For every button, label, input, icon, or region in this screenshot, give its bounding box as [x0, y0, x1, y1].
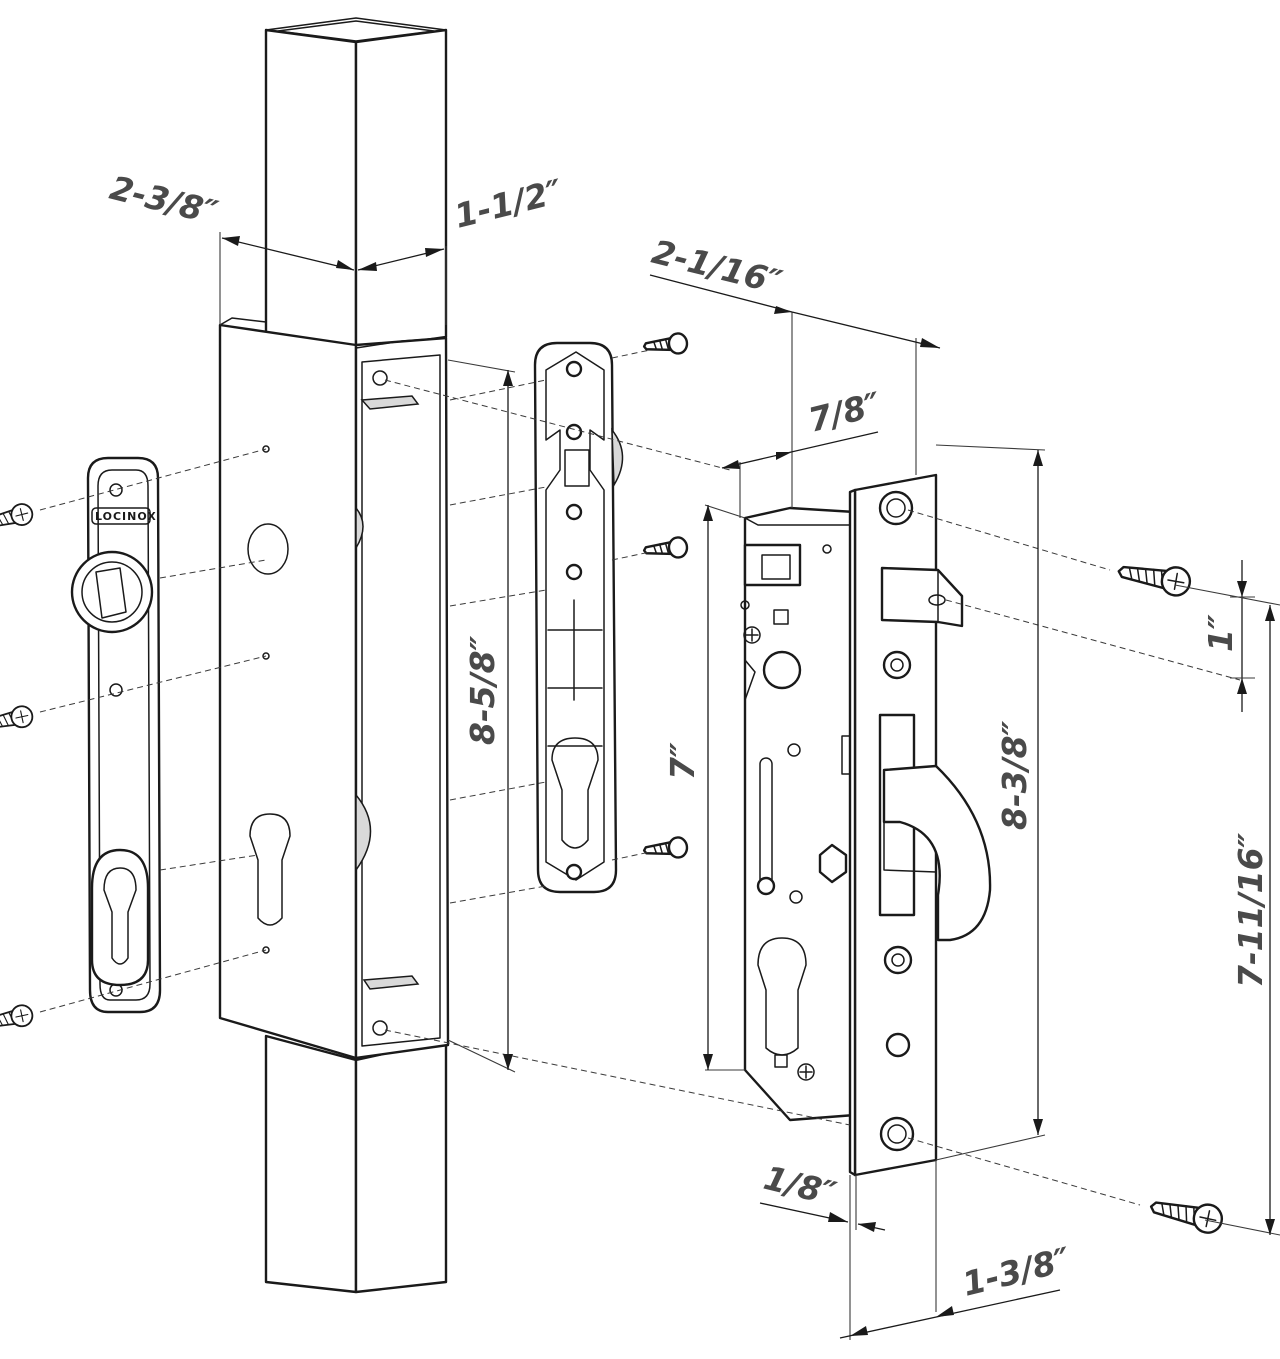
dimension-lines — [219, 232, 1280, 1340]
dim-faceplate-height: 8-3/8″ — [995, 720, 1034, 830]
lock-housing — [218, 317, 450, 1060]
dim-screw-spacing: 7-11/16″ — [1231, 832, 1270, 988]
dim-latch-spacing: 1″ — [1201, 614, 1240, 652]
dim-housing-height: 8-5/8″ — [463, 635, 502, 745]
hook-bolt — [882, 764, 992, 942]
brand-logo: LOCINOX — [95, 510, 157, 523]
dim-faceplate-width: 1-3/8″ — [959, 1239, 1075, 1303]
cover-plate-screws — [0, 500, 36, 1036]
latch-bolt — [880, 566, 964, 628]
dim-tube-width: 1-1/2″ — [451, 171, 567, 235]
dim-backset: 7/8″ — [805, 384, 885, 439]
dim-body-height: 7″ — [663, 742, 702, 780]
back-plate — [533, 341, 624, 894]
faceplate-screws — [1115, 556, 1226, 1237]
square-post — [264, 17, 448, 1294]
dim-post-width: 2-3/8″ — [106, 168, 222, 232]
back-plate-screws — [642, 331, 690, 862]
lock-body — [740, 506, 857, 1122]
assembly-lines — [39, 349, 1241, 1206]
dim-faceplate-offset: 2-1/16″ — [648, 232, 786, 302]
cover-plate: LOCINOX — [70, 456, 162, 1014]
